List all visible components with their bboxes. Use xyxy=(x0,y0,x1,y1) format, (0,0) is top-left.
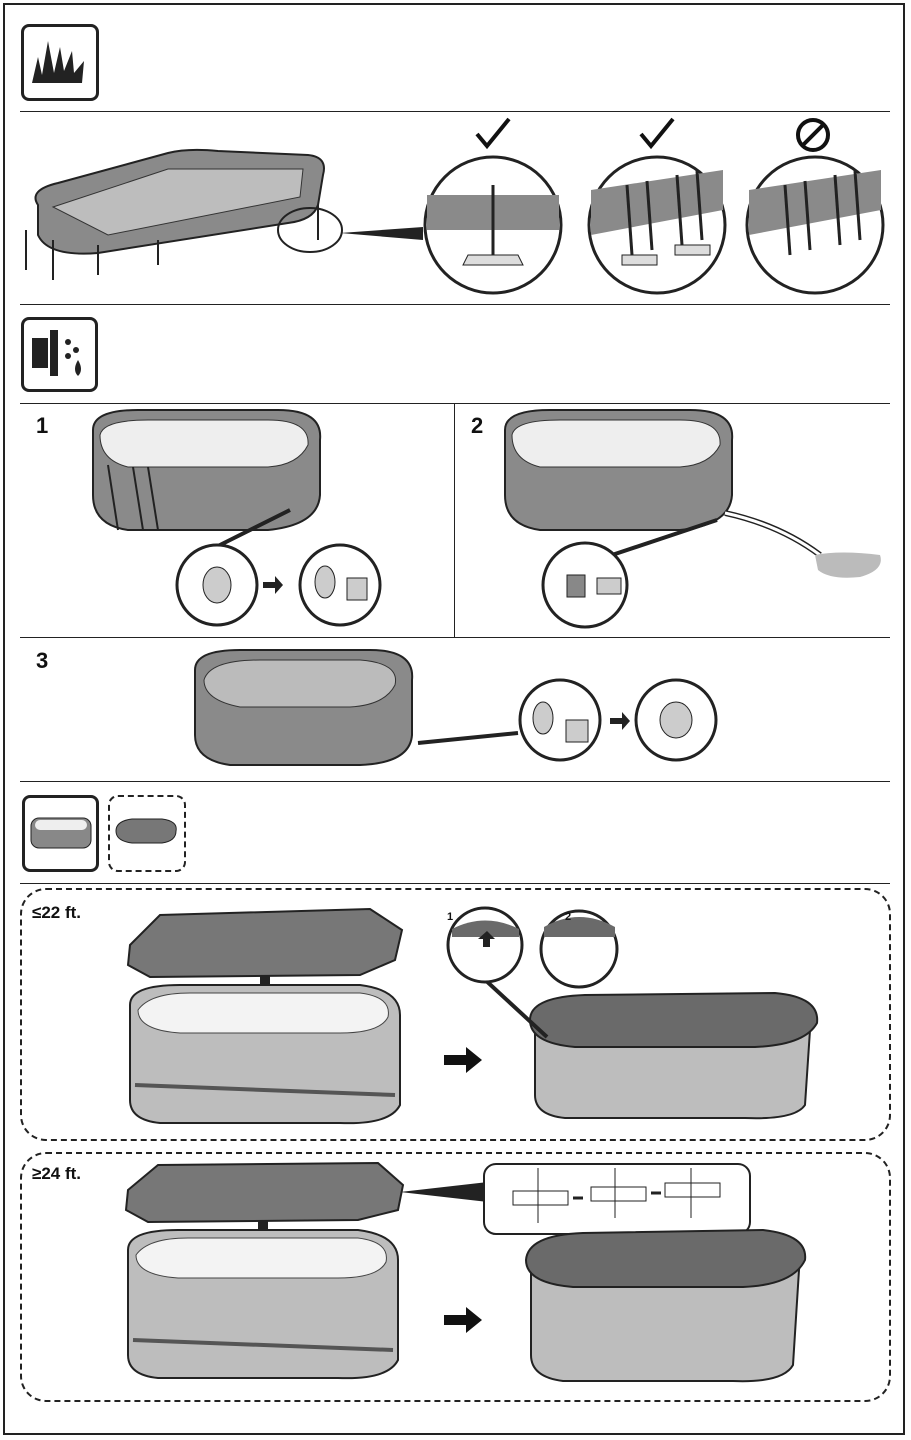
detail-label: 2 xyxy=(565,911,572,923)
page-frame xyxy=(3,3,905,1435)
pool-illustration-step1 xyxy=(92,409,322,531)
drain-water-icon xyxy=(21,317,98,392)
zoom-circle-ladder-ground xyxy=(745,155,885,295)
cover-icon xyxy=(108,795,186,872)
arrow-right-icon xyxy=(444,1307,482,1333)
divider xyxy=(20,781,890,782)
covered-pool-large xyxy=(524,1228,807,1383)
divider xyxy=(454,403,455,637)
step-number: 3 xyxy=(36,648,49,673)
pool-illustration-site xyxy=(25,148,423,280)
check-icon xyxy=(639,117,675,150)
divider xyxy=(20,111,890,112)
tie-detail-box xyxy=(483,1163,751,1235)
zoom-detail-step3 xyxy=(417,678,718,762)
step-number: 2 xyxy=(471,413,484,438)
step-number: 1 xyxy=(36,413,49,438)
prohibited-icon xyxy=(796,118,830,152)
divider xyxy=(20,304,890,305)
zoom-detail-tie xyxy=(446,906,619,1039)
detail-label: 1 xyxy=(447,911,454,923)
cover-large-pool-panel xyxy=(20,1152,891,1402)
divider xyxy=(20,883,890,884)
size-label-large: ≥24 ft. xyxy=(32,1164,82,1183)
pool-illustration-step2 xyxy=(504,409,881,578)
check-icon xyxy=(475,117,511,150)
pool-illustration-step3 xyxy=(194,649,414,766)
callout-triangle xyxy=(400,1182,488,1202)
pool-icon xyxy=(22,795,99,872)
divider xyxy=(20,637,890,638)
zoom-detail-step2 xyxy=(541,518,718,629)
zoom-circle-paver xyxy=(423,155,563,295)
covered-pool-small xyxy=(528,991,819,1120)
divider xyxy=(20,403,890,404)
cover-placement-large xyxy=(124,1161,405,1380)
grass-icon xyxy=(21,24,99,101)
cover-placement-small xyxy=(126,907,404,1125)
cover-small-pool-panel xyxy=(20,888,891,1141)
zoom-circle-ladder-pavers xyxy=(587,155,727,295)
size-label-small: ≤22 ft. xyxy=(32,903,82,922)
arrow-right-icon xyxy=(444,1047,482,1073)
zoom-detail-step1 xyxy=(175,508,382,627)
